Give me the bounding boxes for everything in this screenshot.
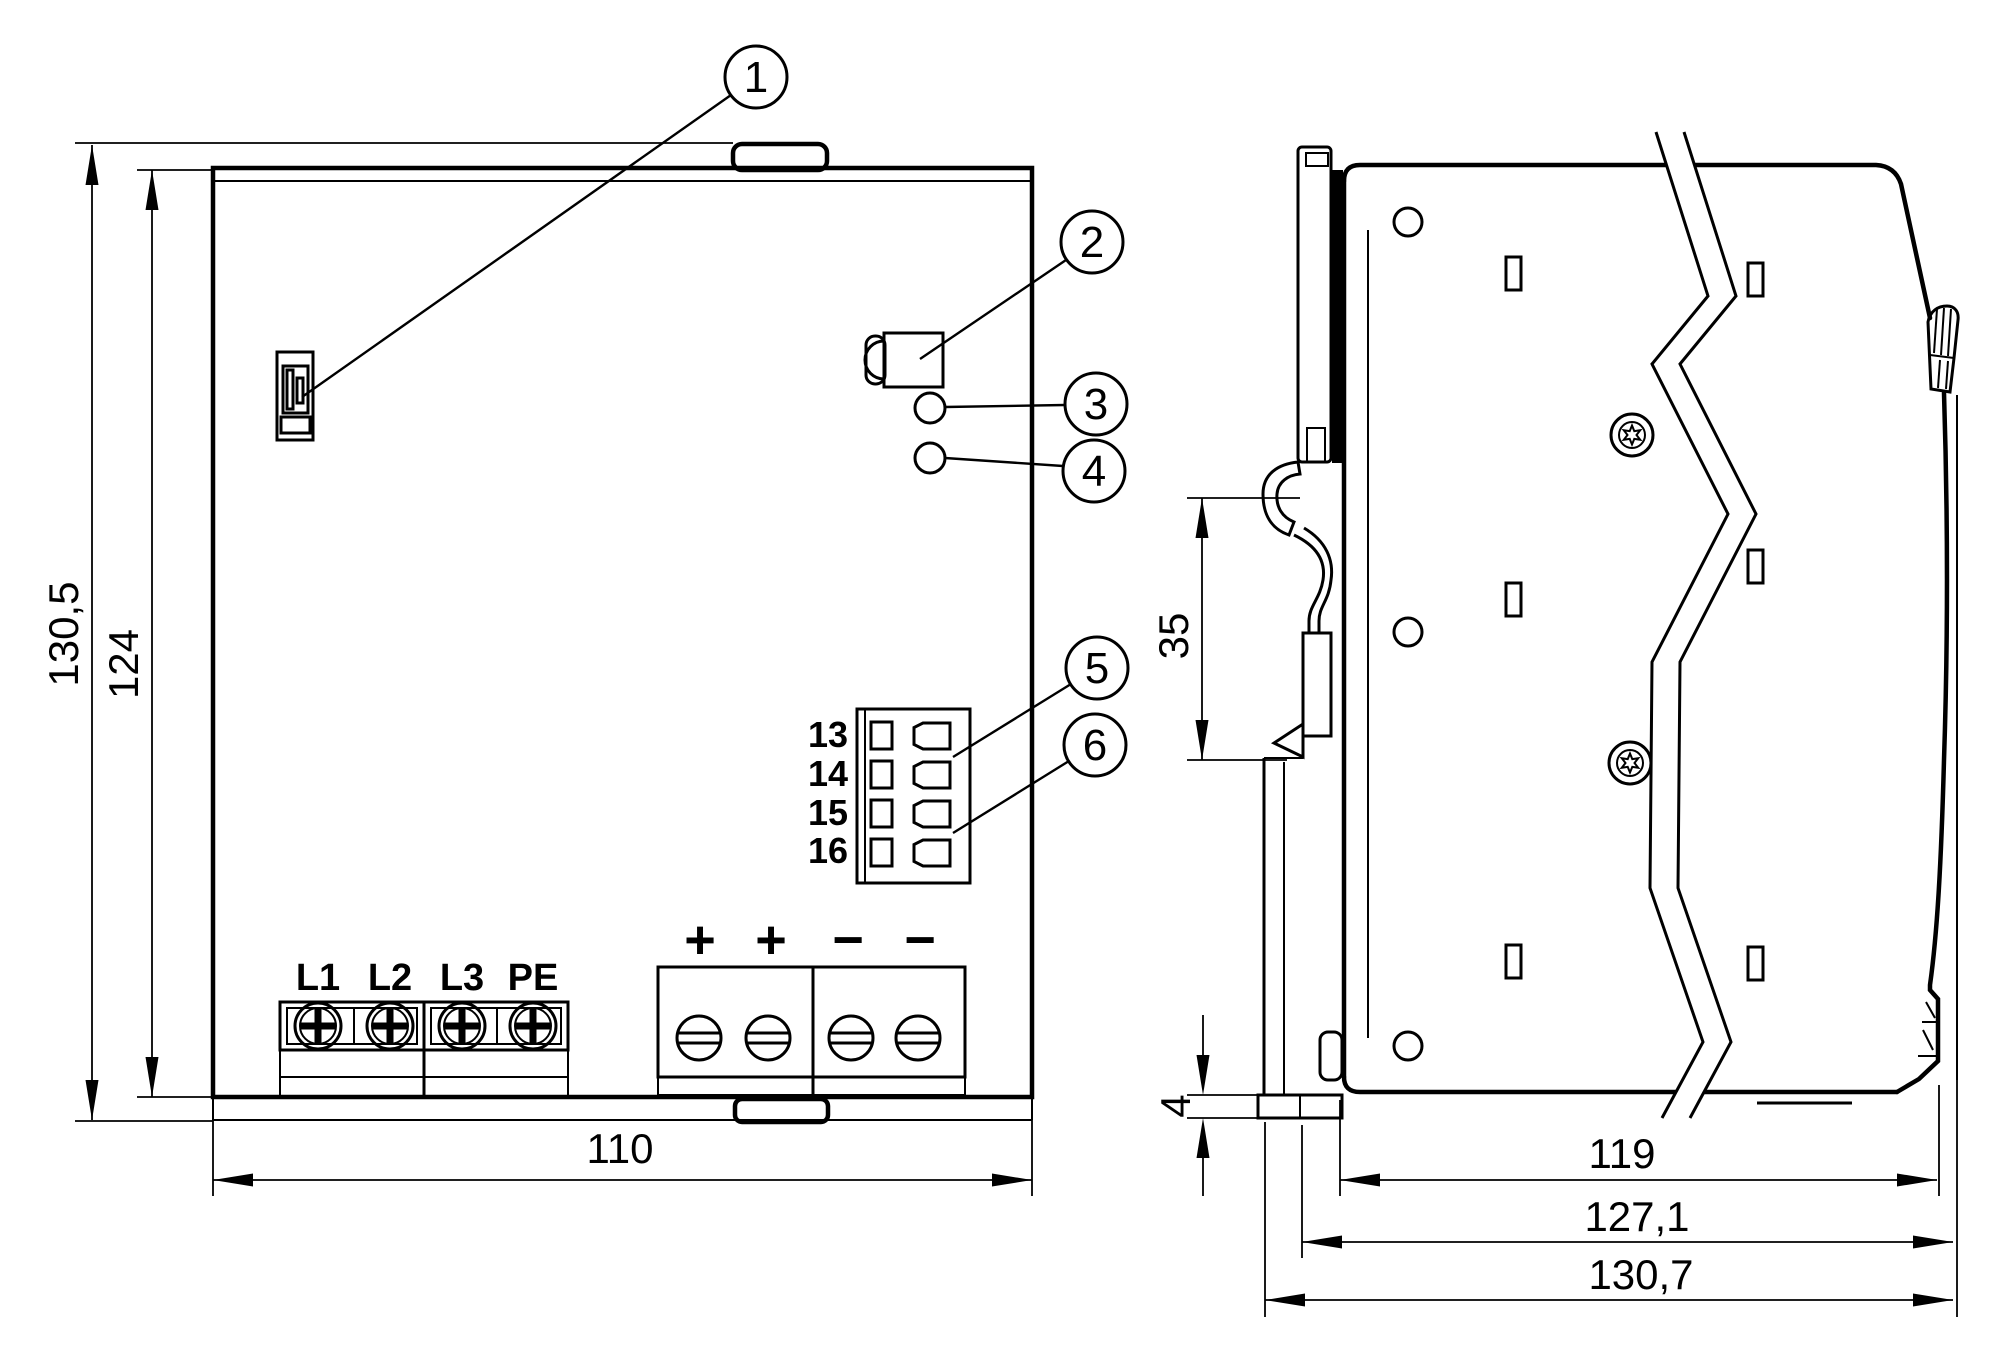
- housing-body: [210, 165, 1035, 1100]
- dimension-overall-depth: 130,7: [1264, 1080, 1958, 1317]
- led-indicator-3: [913, 391, 947, 425]
- dimension-body-depth: 119: [1339, 1085, 1940, 1196]
- connector-2: [863, 331, 945, 389]
- callout-3: 3: [1063, 371, 1129, 437]
- input-label-l1: L1: [296, 957, 340, 999]
- terminal-contact: [869, 759, 894, 790]
- signal-label-16: 16: [808, 830, 848, 871]
- callout-2: 2: [1059, 209, 1125, 275]
- dimension-clip-protrusion: 4: [1152, 1015, 1315, 1196]
- terminal-contact: [869, 798, 894, 829]
- body-depth-value: 119: [1589, 1130, 1656, 1177]
- input-label-l3: L3: [440, 957, 484, 999]
- callout-4-number: 4: [1082, 447, 1106, 496]
- signal-label-13: 13: [808, 714, 848, 755]
- screw-hole: [1392, 206, 1424, 238]
- slotted-screw: [675, 1014, 723, 1062]
- output-label-plus-1: +: [684, 910, 716, 970]
- leader-line-1: [301, 94, 732, 398]
- torx-screw: [1609, 412, 1655, 458]
- signal-terminal-block: [855, 707, 972, 885]
- vent-slot: [1504, 255, 1523, 292]
- callout-3-number: 3: [1084, 380, 1108, 429]
- clip-protrusion-value: 4: [1152, 1094, 1199, 1117]
- phillips-screw: [293, 1001, 343, 1051]
- vent-slot: [1746, 945, 1765, 982]
- callout-2-number: 2: [1080, 218, 1104, 267]
- knurled-screw: [1926, 304, 1960, 394]
- dimension-rail-height: 35: [1150, 497, 1300, 761]
- terminal-plug-opening: [912, 838, 952, 868]
- bottom-clip-tab: [732, 1096, 831, 1125]
- vent-slot: [1504, 943, 1523, 980]
- slotted-screw: [894, 1014, 942, 1062]
- callout-5: 5: [1064, 635, 1130, 701]
- phillips-screw: [508, 1001, 558, 1051]
- dimension-depth-with-slider: 127,1: [1301, 1125, 1953, 1258]
- vent-slot: [1746, 261, 1765, 298]
- callout-5-number: 5: [1085, 644, 1109, 693]
- leader-line-4: [944, 456, 1064, 468]
- output-label-minus-1: −: [832, 910, 864, 970]
- din-rail-clip: [1256, 460, 1344, 1120]
- phillips-screw: [365, 1001, 415, 1051]
- callout-6: 6: [1062, 712, 1128, 778]
- output-label-minus-2: −: [904, 910, 936, 970]
- screw-hole: [1392, 616, 1424, 648]
- terminal-contact: [869, 720, 894, 751]
- leader-line-6: [952, 759, 1070, 835]
- callout-4: 4: [1061, 438, 1127, 504]
- dimension-body-height: 124: [100, 169, 213, 1098]
- width-value: 110: [587, 1125, 654, 1172]
- leader-line-3: [944, 403, 1066, 409]
- slotted-screw: [827, 1014, 875, 1062]
- housing-side-outline: [1341, 162, 1958, 1105]
- signal-label-15: 15: [808, 792, 848, 833]
- overall-height-value: 130,5: [40, 581, 87, 686]
- din-rail-slider: [1296, 145, 1343, 464]
- input-terminal-block: [278, 1000, 570, 1098]
- component-1-switch: [275, 350, 315, 442]
- input-label-pe: PE: [508, 957, 559, 999]
- output-label-plus-2: +: [755, 910, 787, 970]
- screw-hole: [1392, 1030, 1424, 1062]
- torx-screw: [1607, 740, 1653, 786]
- housing-rail-lip: [1318, 1030, 1344, 1082]
- leader-line-5: [952, 682, 1072, 759]
- terminal-plug-opening: [912, 799, 952, 829]
- break-lines: [1648, 131, 1758, 1119]
- phillips-screw: [437, 1001, 487, 1051]
- input-label-l2: L2: [368, 957, 412, 999]
- callout-1: 1: [723, 44, 789, 110]
- output-terminal-block: [656, 965, 967, 1096]
- vent-slot: [1746, 548, 1765, 585]
- slotted-screw: [744, 1014, 792, 1062]
- terminal-contact: [869, 837, 894, 868]
- side-view: 35 4 119 127,1: [1150, 131, 1960, 1317]
- overall-depth-value: 130,7: [1588, 1251, 1693, 1298]
- vent-slot: [1504, 581, 1523, 618]
- terminal-plug-opening: [912, 721, 952, 751]
- terminal-plug-opening: [912, 760, 952, 790]
- signal-label-14: 14: [808, 753, 848, 794]
- front-view: 13 14 15 16: [40, 44, 1130, 1196]
- dimension-overall-height: 130,5: [40, 142, 733, 1122]
- body-height-value: 124: [100, 629, 147, 699]
- callout-1-number: 1: [744, 53, 768, 102]
- led-indicator-4: [913, 441, 947, 475]
- callout-6-number: 6: [1083, 721, 1107, 770]
- rail-height-value: 35: [1150, 613, 1197, 660]
- dimension-width: 110: [212, 1105, 1033, 1196]
- leader-line-2: [919, 259, 1067, 360]
- depth-with-slider-value: 127,1: [1584, 1193, 1689, 1240]
